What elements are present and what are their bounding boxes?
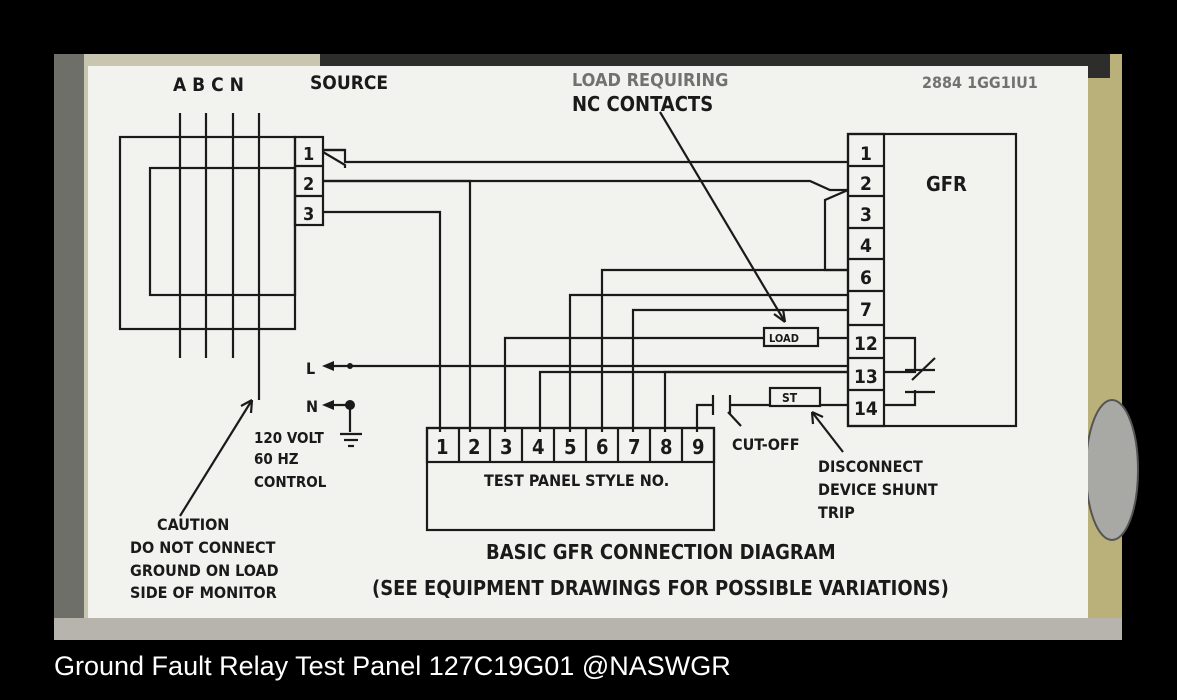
caution-text: DO NOT CONNECT	[130, 538, 276, 557]
nc-contacts-label: NC CONTACTS	[572, 92, 713, 116]
load-requiring-label: LOAD REQUIRING	[572, 70, 728, 91]
bottom-frame	[54, 618, 1122, 640]
n-arrow-icon	[322, 400, 334, 410]
test-terminal: 3	[500, 435, 513, 459]
l-arrow-icon	[322, 361, 334, 371]
caution-text: SIDE OF MONITOR	[130, 583, 277, 602]
control-label: CONTROL	[254, 473, 327, 491]
load-box-label: LOAD	[769, 332, 799, 345]
gfr-terminal: 13	[854, 366, 878, 388]
test-terminal: 9	[692, 435, 705, 459]
gfr-terminal: 3	[860, 204, 872, 226]
test-terminal: 2	[468, 435, 481, 459]
label-plate	[88, 66, 1088, 618]
gfr-terminal: 14	[854, 398, 878, 420]
photo-caption: Ground Fault Relay Test Panel 127C19G01 …	[54, 651, 731, 681]
photo: A B C N SOURCE LOAD REQUIRING NC CONTACT…	[54, 54, 1139, 640]
n-dot-icon	[345, 400, 355, 410]
diagram-subtitle: (SEE EQUIPMENT DRAWINGS FOR POSSIBLE VAR…	[372, 576, 949, 600]
source-terminal: 1	[303, 144, 314, 165]
wiring	[118, 111, 1018, 532]
test-terminal: 5	[564, 435, 577, 459]
cut-off-label: CUT-OFF	[732, 435, 800, 454]
source-terminal: 2	[303, 174, 314, 195]
shunt-trip-label: DEVICE SHUNT	[818, 480, 938, 499]
gfr-terminal: 12	[854, 333, 878, 355]
gfr-terminal: 4	[860, 235, 872, 257]
gfr-terminal: 2	[860, 173, 872, 195]
diagram-title: BASIC GFR CONNECTION DIAGRAM	[486, 540, 836, 564]
caution-text: GROUND ON LOAD	[130, 561, 279, 580]
left-shadow	[54, 54, 84, 640]
test-terminal: 8	[660, 435, 673, 459]
l-label: L	[306, 359, 315, 378]
test-terminal: 6	[596, 435, 609, 459]
gfr-terminal: 6	[860, 267, 872, 289]
control-frequency: 60 HZ	[254, 450, 299, 468]
st-box-label: ST	[782, 391, 798, 405]
source-terminal: 3	[303, 204, 314, 225]
top-right-code: 2884 1GG1IU1	[922, 73, 1038, 92]
phase-labels: A B C N	[173, 74, 244, 96]
source-label: SOURCE	[310, 72, 388, 94]
test-terminal: 1	[436, 435, 449, 459]
caution-heading: CAUTION	[157, 515, 229, 534]
gfr-label: GFR	[926, 172, 967, 196]
shunt-trip-label: TRIP	[818, 503, 855, 522]
control-voltage: 120 VOLT	[254, 429, 325, 447]
n-label: N	[306, 397, 318, 416]
test-terminal: 4	[532, 435, 545, 459]
test-terminal: 7	[628, 435, 641, 459]
gfr-terminal: 1	[860, 143, 872, 165]
test-panel-label: TEST PANEL STYLE NO.	[484, 471, 669, 490]
gfr-terminal: 7	[860, 299, 872, 321]
l-dot-icon	[347, 363, 353, 369]
bolt-head	[1085, 399, 1139, 541]
shunt-trip-label: DISCONNECT	[818, 457, 923, 476]
